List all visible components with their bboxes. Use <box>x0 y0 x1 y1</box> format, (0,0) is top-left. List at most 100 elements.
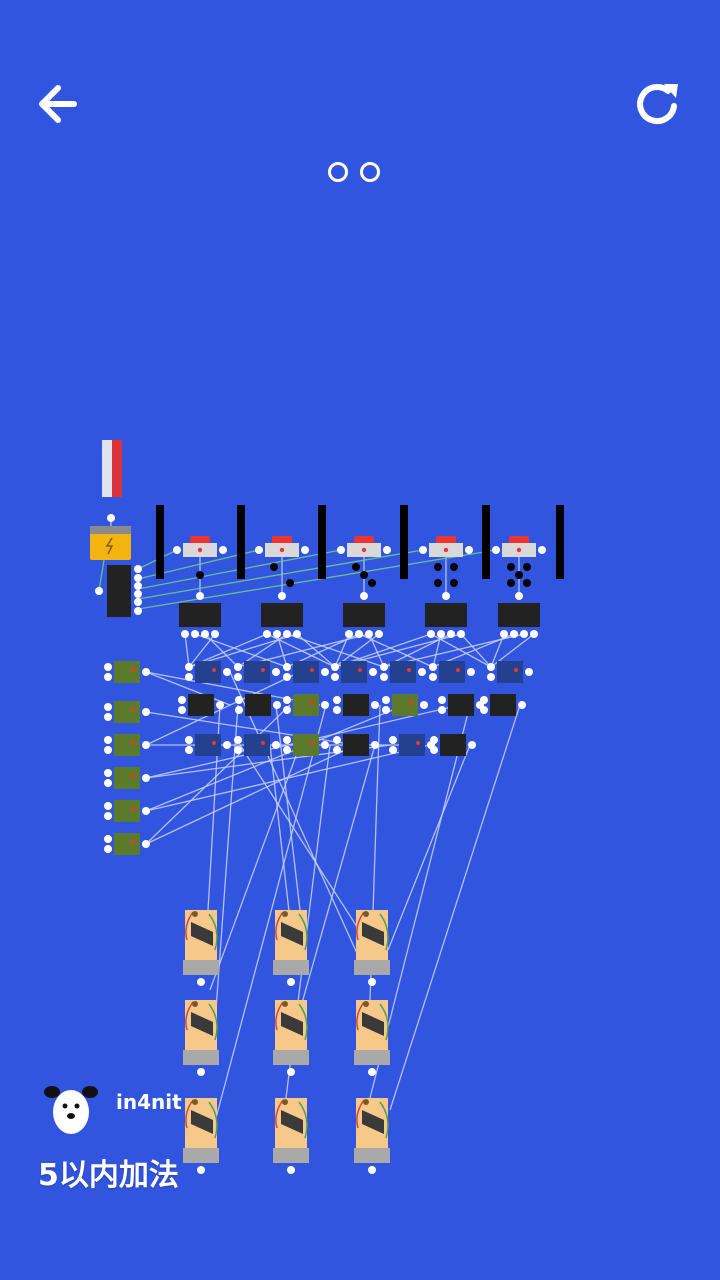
pin[interactable] <box>104 835 112 843</box>
logic-gate[interactable] <box>245 694 271 716</box>
pin[interactable] <box>104 769 112 777</box>
logic-gate[interactable] <box>114 734 140 756</box>
pin[interactable] <box>134 565 142 573</box>
input-button-cap[interactable] <box>509 536 529 544</box>
pin[interactable] <box>185 736 193 744</box>
output-display[interactable] <box>183 910 219 975</box>
pin[interactable] <box>500 630 508 638</box>
logic-gate[interactable] <box>293 734 319 756</box>
pin[interactable] <box>283 663 291 671</box>
pin[interactable] <box>368 1166 376 1174</box>
logic-gate[interactable] <box>114 800 140 822</box>
pin[interactable] <box>287 1068 295 1076</box>
pin[interactable] <box>223 668 231 676</box>
pin[interactable] <box>283 630 291 638</box>
logic-gate[interactable] <box>390 661 416 683</box>
pin[interactable] <box>321 668 329 676</box>
pin[interactable] <box>173 546 181 554</box>
chip-main[interactable] <box>107 565 131 617</box>
pin[interactable] <box>368 1068 376 1076</box>
pin[interactable] <box>487 673 495 681</box>
pin[interactable] <box>235 706 243 714</box>
logic-gate[interactable] <box>490 694 516 716</box>
output-display[interactable] <box>354 910 390 975</box>
pin[interactable] <box>216 701 224 709</box>
pin[interactable] <box>234 736 242 744</box>
pin[interactable] <box>383 546 391 554</box>
logic-gate[interactable] <box>440 734 466 756</box>
pin[interactable] <box>142 708 150 716</box>
pin[interactable] <box>272 741 280 749</box>
pin[interactable] <box>345 630 353 638</box>
logic-gate[interactable] <box>439 661 465 683</box>
pin[interactable] <box>107 514 115 522</box>
pin[interactable] <box>438 706 446 714</box>
decoder-chip[interactable] <box>179 603 221 627</box>
logic-gate[interactable] <box>343 734 369 756</box>
logic-gate[interactable] <box>114 833 140 855</box>
decoder-chip[interactable] <box>425 603 467 627</box>
pin[interactable] <box>468 741 476 749</box>
pin[interactable] <box>273 701 281 709</box>
output-display[interactable] <box>183 1098 219 1163</box>
pin[interactable] <box>437 630 445 638</box>
pin[interactable] <box>197 1166 205 1174</box>
pin[interactable] <box>197 1068 205 1076</box>
pin[interactable] <box>142 741 150 749</box>
pin[interactable] <box>389 746 397 754</box>
pin[interactable] <box>283 696 291 704</box>
output-display[interactable] <box>354 1000 390 1065</box>
pin[interactable] <box>134 582 142 590</box>
restart-button[interactable] <box>630 76 686 132</box>
pin[interactable] <box>273 630 281 638</box>
pin[interactable] <box>429 673 437 681</box>
pin[interactable] <box>480 706 488 714</box>
decoder-chip[interactable] <box>498 603 540 627</box>
pin[interactable] <box>492 546 500 554</box>
logic-gate[interactable] <box>195 661 221 683</box>
pin[interactable] <box>369 668 377 676</box>
pin[interactable] <box>234 673 242 681</box>
pin[interactable] <box>197 978 205 986</box>
pin[interactable] <box>104 746 112 754</box>
pin[interactable] <box>389 736 397 744</box>
pin[interactable] <box>420 701 428 709</box>
pin[interactable] <box>104 703 112 711</box>
pin[interactable] <box>234 746 242 754</box>
pin[interactable] <box>235 696 243 704</box>
pin[interactable] <box>134 607 142 615</box>
pin[interactable] <box>191 630 199 638</box>
pin[interactable] <box>293 630 301 638</box>
pin[interactable] <box>419 546 427 554</box>
output-display[interactable] <box>273 1098 309 1163</box>
pin[interactable] <box>104 812 112 820</box>
pin[interactable] <box>104 845 112 853</box>
pin[interactable] <box>515 592 523 600</box>
pin[interactable] <box>178 696 186 704</box>
pin[interactable] <box>382 706 390 714</box>
pin[interactable] <box>333 736 341 744</box>
pin[interactable] <box>465 546 473 554</box>
pin[interactable] <box>480 696 488 704</box>
pin[interactable] <box>525 668 533 676</box>
back-button[interactable] <box>30 76 86 132</box>
pin[interactable] <box>134 590 142 598</box>
pin[interactable] <box>142 774 150 782</box>
pin[interactable] <box>181 630 189 638</box>
logic-gate[interactable] <box>114 701 140 723</box>
pin[interactable] <box>520 630 528 638</box>
logic-gate[interactable] <box>244 661 270 683</box>
pin[interactable] <box>333 706 341 714</box>
logic-gate[interactable] <box>195 734 221 756</box>
pin[interactable] <box>301 546 309 554</box>
output-display[interactable] <box>183 1000 219 1065</box>
pin[interactable] <box>283 673 291 681</box>
pin[interactable] <box>442 592 450 600</box>
pin[interactable] <box>375 630 383 638</box>
logic-gate[interactable] <box>188 694 214 716</box>
pin[interactable] <box>201 630 209 638</box>
pin[interactable] <box>467 668 475 676</box>
pin[interactable] <box>447 630 455 638</box>
logic-gate[interactable] <box>244 734 270 756</box>
